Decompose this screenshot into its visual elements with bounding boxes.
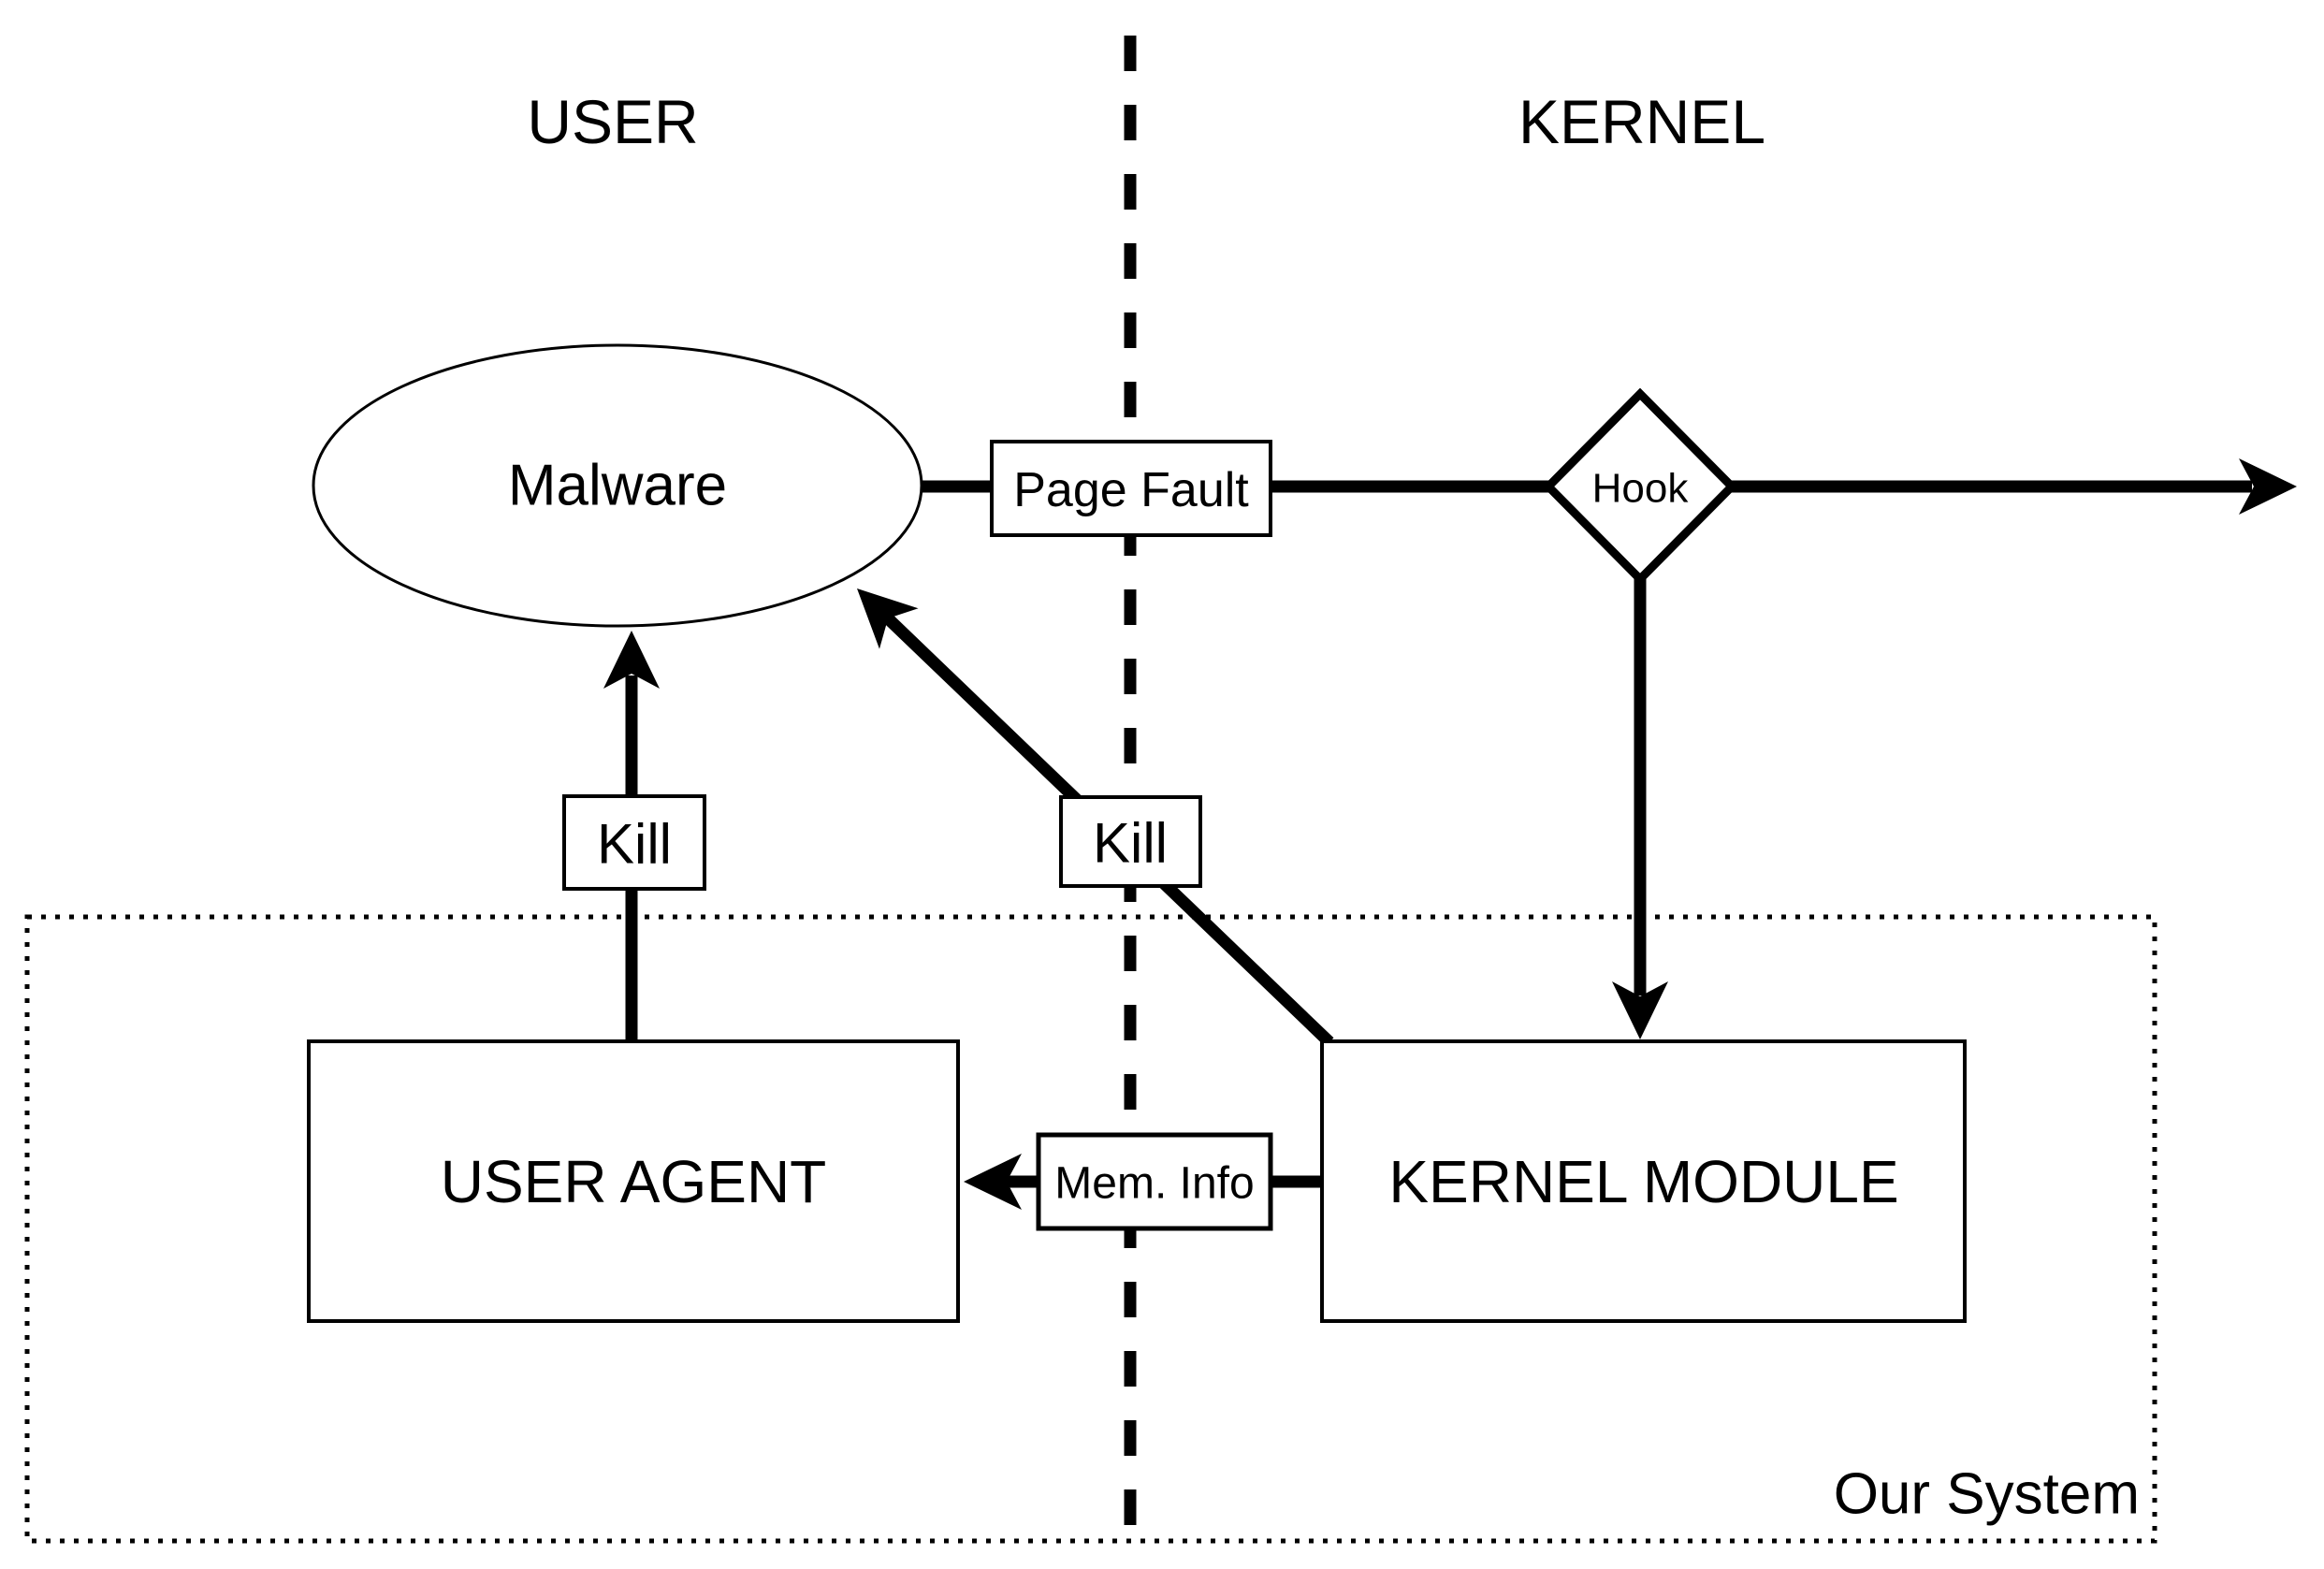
kernel-module-rect [1320, 1039, 1967, 1323]
page-fault-label-box: Page Fault [990, 440, 1272, 537]
kill-left-label: Kill [597, 813, 672, 876]
kill-right-rect [1059, 795, 1202, 888]
arrowhead-up-icon [603, 631, 660, 689]
kill-left-label-box: Kill [562, 794, 706, 891]
arrowhead-right-icon [2239, 458, 2297, 515]
page-fault-label: Page Fault [1013, 463, 1249, 517]
our-system-label: Our System [1834, 1462, 2140, 1527]
malware-node: Malware [312, 343, 923, 628]
kernel-module-node: KERNEL MODULE [1320, 1039, 1967, 1323]
page-fault-rect [990, 440, 1272, 537]
kill-left-rect [562, 794, 706, 891]
mem-info-rect [1036, 1132, 1273, 1231]
hook-diamond [1542, 387, 1738, 586]
user-agent-node: USER AGENT [307, 1039, 960, 1323]
hook-label: Hook [1592, 466, 1690, 512]
user-agent-label: USER AGENT [441, 1148, 827, 1215]
user-region-label: USER [527, 87, 698, 156]
malware-label: Malware [508, 454, 727, 518]
hook-node: Hook [1542, 387, 1738, 586]
kill-right-label: Kill [1093, 812, 1168, 875]
hook-to-kernel-module-edge [1612, 573, 1668, 1039]
kernel-module-label: KERNEL MODULE [1388, 1148, 1898, 1215]
mem-info-label-box: Mem. Info [1036, 1132, 1273, 1231]
malware-ellipse [312, 343, 923, 628]
kernel-region-label: KERNEL [1518, 87, 1765, 156]
arrowhead-left-icon [964, 1154, 1022, 1210]
user-agent-rect [307, 1039, 960, 1323]
kill-right-label-box: Kill [1059, 795, 1202, 888]
arrowhead-down-icon [1612, 981, 1668, 1039]
mem-info-label: Mem. Info [1054, 1159, 1254, 1209]
page-fault-flow-edge [889, 458, 2297, 515]
arrowhead-upleft-icon [857, 588, 919, 649]
